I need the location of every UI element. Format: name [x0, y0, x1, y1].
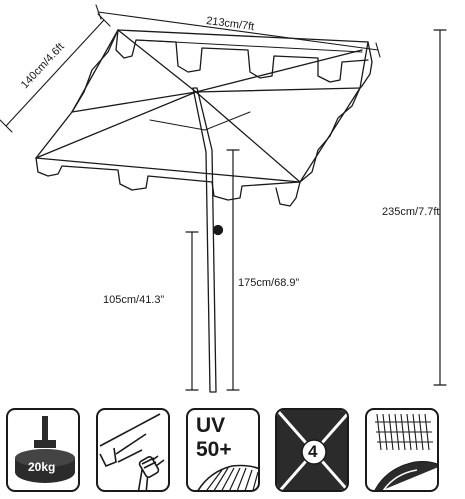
rib-1	[117, 29, 197, 93]
back-valance	[115, 29, 369, 83]
right-valance	[359, 41, 373, 89]
base-weight-text: 20kg	[28, 460, 56, 474]
rib-6	[71, 91, 197, 113]
tile-fabric	[365, 408, 439, 492]
width-dim-line	[97, 11, 379, 51]
tile-base-weight: 20kg	[6, 408, 80, 492]
rib-5	[195, 87, 361, 93]
uv-canopy-icon	[197, 464, 258, 490]
tilt-height-label: 105cm/41.3”	[103, 294, 165, 306]
clearance-label: 175cm/68.9”	[238, 277, 300, 289]
depth-dim-line	[5, 19, 105, 127]
tile-uv-protection: UV 50+	[186, 408, 260, 492]
tilt-mechanism-icon	[99, 413, 165, 490]
ribs-icon	[277, 410, 347, 490]
tile-ribs: 4	[275, 408, 349, 492]
rib-3	[35, 91, 197, 159]
uv-text: UV	[196, 414, 226, 437]
left-valance	[71, 29, 119, 113]
rib-4	[195, 91, 301, 183]
front-valance	[35, 157, 301, 207]
uv-rating-text: 50+	[196, 438, 232, 461]
total-height-label: 235cm/7.7ft	[382, 206, 440, 218]
tile-tilt-mechanism	[96, 408, 170, 492]
rib-2	[195, 49, 363, 93]
base-icon	[15, 416, 75, 483]
pole	[192, 87, 217, 393]
ribs-count-text: 4	[308, 442, 318, 461]
umbrella-drawing	[0, 4, 447, 393]
fabric-icon	[374, 413, 437, 490]
tilt-knob	[212, 224, 224, 236]
